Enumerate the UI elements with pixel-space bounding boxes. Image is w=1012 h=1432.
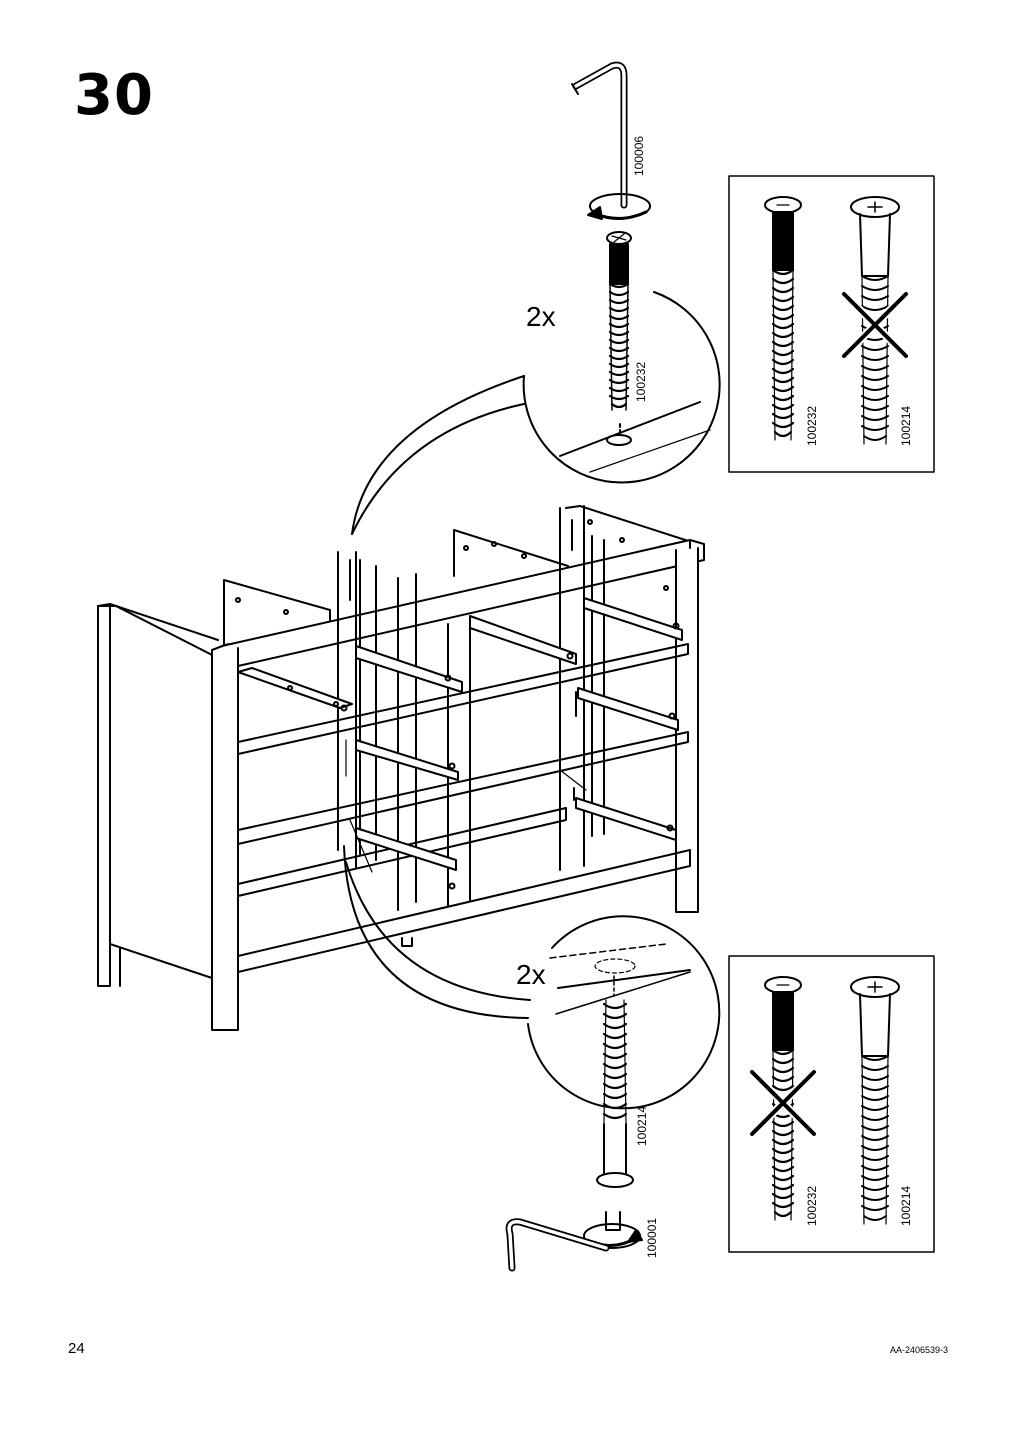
wrong-screw-icon <box>764 976 802 1221</box>
bottom-compare-box: 100232 100214 <box>728 955 935 1253</box>
top-quantity: 2x <box>526 301 556 332</box>
cross-icon <box>840 290 910 360</box>
step-number: 30 <box>74 63 154 128</box>
top-leader-line <box>351 375 525 535</box>
top-tool-code: 100006 <box>632 136 646 176</box>
top-detail: 100006 2x 100232 <box>351 61 721 535</box>
document-code: AA-2406539-3 <box>889 1345 948 1355</box>
rotate-arrow-icon <box>587 193 651 220</box>
screw-100232-icon <box>606 231 632 411</box>
top-detail-circle <box>522 291 721 484</box>
top-screw-code: 100232 <box>634 362 648 402</box>
bottom-tool-code: 100001 <box>645 1218 659 1258</box>
bottom-detail: 2x 100214 <box>343 845 721 1272</box>
cross-icon <box>748 1068 818 1138</box>
allen-key-icon <box>505 1218 610 1272</box>
bottom-quantity: 2x <box>516 959 546 990</box>
bottom-detail-circle <box>527 915 721 1110</box>
bottom-leader-line <box>343 845 529 1019</box>
top-box-correct-code: 100232 <box>805 406 819 446</box>
cabinet-frame <box>97 505 705 1031</box>
allen-key-icon <box>571 61 628 209</box>
screw-100214-icon <box>596 999 634 1188</box>
bottom-box-correct-code: 100214 <box>899 1186 913 1226</box>
bottom-screw-code: 100214 <box>635 1106 649 1146</box>
top-compare-box: 100232 100214 <box>728 175 935 473</box>
correct-screw-icon <box>764 196 802 441</box>
top-box-wrong-code: 100214 <box>899 406 913 446</box>
page-number: 24 <box>68 1340 85 1357</box>
bottom-box-wrong-code: 100232 <box>805 1186 819 1226</box>
correct-screw-icon <box>850 976 900 1225</box>
